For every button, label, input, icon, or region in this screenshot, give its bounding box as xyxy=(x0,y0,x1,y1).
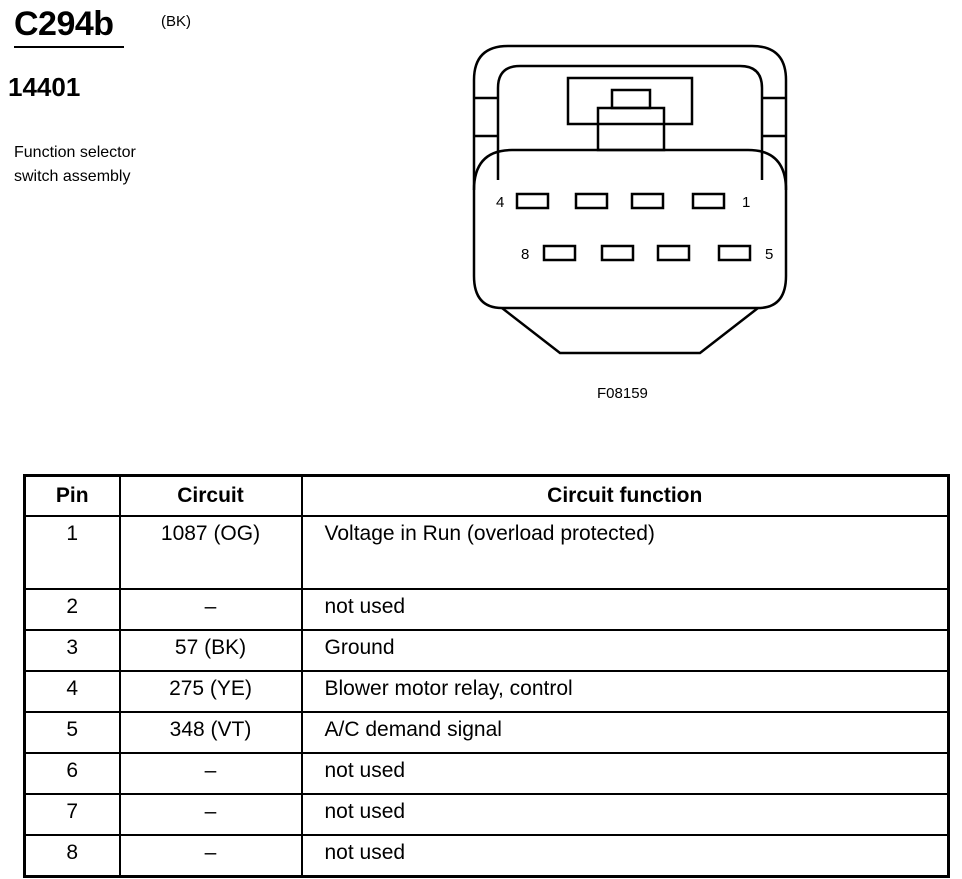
pin-slot-4 xyxy=(515,192,550,210)
cell-circuit: 57 (BK) xyxy=(118,629,303,672)
pin-label-8: 8 xyxy=(521,246,529,263)
connector-body xyxy=(472,148,788,310)
figure-label: F08159 xyxy=(597,385,648,402)
part-number: 14401 xyxy=(8,72,81,102)
connector-lock-frame xyxy=(566,76,694,126)
pinout-table: Pin Circuit Circuit function 1 1087 (OG)… xyxy=(23,474,950,878)
cell-pin: 3 xyxy=(23,629,121,672)
connector-lock-upper xyxy=(610,88,652,110)
part-description: Function selector switch assembly xyxy=(14,141,214,189)
connector-color: (BK) xyxy=(161,13,191,30)
pin-slot-6 xyxy=(656,244,691,262)
connector-tab-left xyxy=(474,96,498,138)
cell-pin: 6 xyxy=(23,752,121,795)
table-row: 8 – not used xyxy=(23,834,950,878)
cell-pin: 1 xyxy=(23,515,121,590)
table-row: 5 348 (VT) A/C demand signal xyxy=(23,711,950,754)
pin-slot-8 xyxy=(542,244,577,262)
pin-slot-1 xyxy=(691,192,726,210)
cell-function: A/C demand signal xyxy=(300,711,950,754)
table-row: 7 – not used xyxy=(23,793,950,836)
part-description-line1: Function selector xyxy=(14,144,136,161)
connector-latch-inner xyxy=(496,64,764,180)
connector-lock-lower xyxy=(596,106,666,152)
cell-pin: 2 xyxy=(23,588,121,631)
table-row: 3 57 (BK) Ground xyxy=(23,629,950,672)
cell-circuit: 275 (YE) xyxy=(118,670,303,713)
cell-function: Ground xyxy=(300,629,950,672)
cell-function: Voltage in Run (overload protected) xyxy=(300,515,950,590)
cell-circuit: – xyxy=(118,588,303,631)
header-pin: Pin xyxy=(23,474,121,517)
table-row: 4 275 (YE) Blower motor relay, control xyxy=(23,670,950,713)
table-row: 1 1087 (OG) Voltage in Run (overload pro… xyxy=(23,515,950,590)
pin-slot-3 xyxy=(574,192,609,210)
cell-function: not used xyxy=(300,588,950,631)
pin-slot-5 xyxy=(717,244,752,262)
cell-pin: 4 xyxy=(23,670,121,713)
pin-label-5: 5 xyxy=(765,246,773,263)
connector-id-underline xyxy=(14,46,124,48)
header-function: Circuit function xyxy=(300,474,950,517)
cell-pin: 5 xyxy=(23,711,121,754)
cell-function: not used xyxy=(300,752,950,795)
cell-pin: 8 xyxy=(23,834,121,878)
cell-circuit: 1087 (OG) xyxy=(118,515,303,590)
pin-slot-2 xyxy=(630,192,665,210)
connector-tab-right xyxy=(762,96,786,138)
header-circuit: Circuit xyxy=(118,474,303,517)
part-description-line2: switch assembly xyxy=(14,168,131,185)
pin-label-1: 1 xyxy=(742,194,750,211)
connector-key xyxy=(501,307,759,355)
table-row: 2 – not used xyxy=(23,588,950,631)
pin-slot-7 xyxy=(600,244,635,262)
cell-function: not used xyxy=(300,793,950,836)
cell-circuit: – xyxy=(118,834,303,878)
cell-circuit: – xyxy=(118,793,303,836)
table-row: 6 – not used xyxy=(23,752,950,795)
table-header-row: Pin Circuit Circuit function xyxy=(23,474,950,517)
cell-function: Blower motor relay, control xyxy=(300,670,950,713)
cell-pin: 7 xyxy=(23,793,121,836)
cell-function: not used xyxy=(300,834,950,878)
cell-circuit: – xyxy=(118,752,303,795)
connector-face-diagram: 4 1 8 5 xyxy=(472,44,788,355)
connector-id: C294b xyxy=(14,5,114,43)
connector-latch-outer xyxy=(472,44,788,190)
cell-circuit: 348 (VT) xyxy=(118,711,303,754)
pin-label-4: 4 xyxy=(496,194,504,211)
